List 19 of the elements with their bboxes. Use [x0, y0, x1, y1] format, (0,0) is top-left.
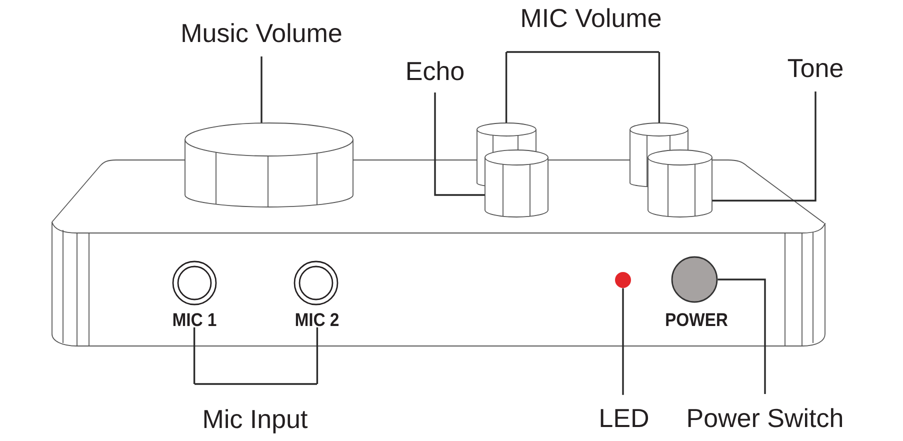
callout-label: LED	[600, 409, 648, 427]
power-button	[671, 256, 718, 303]
indicator-light	[615, 272, 631, 288]
panel-label: MIC 2	[296, 313, 339, 326]
callout-label: Mic Input	[204, 409, 308, 434]
leader-line	[316, 327, 318, 384]
callout-label: Echo	[408, 61, 464, 80]
callout-label: Music Volume	[182, 23, 342, 42]
knob	[484, 150, 548, 218]
knob	[648, 150, 712, 218]
leader-line	[193, 327, 196, 384]
knob	[184, 122, 354, 208]
leader-line	[505, 52, 508, 123]
callout-label: Power Switch	[688, 408, 842, 428]
leader-line	[658, 52, 660, 123]
callout-label: Tone	[788, 59, 843, 78]
callout-label: MIC Volume	[522, 8, 661, 28]
panel-label: POWER	[666, 313, 728, 326]
panel-label: MIC 1	[173, 313, 216, 326]
